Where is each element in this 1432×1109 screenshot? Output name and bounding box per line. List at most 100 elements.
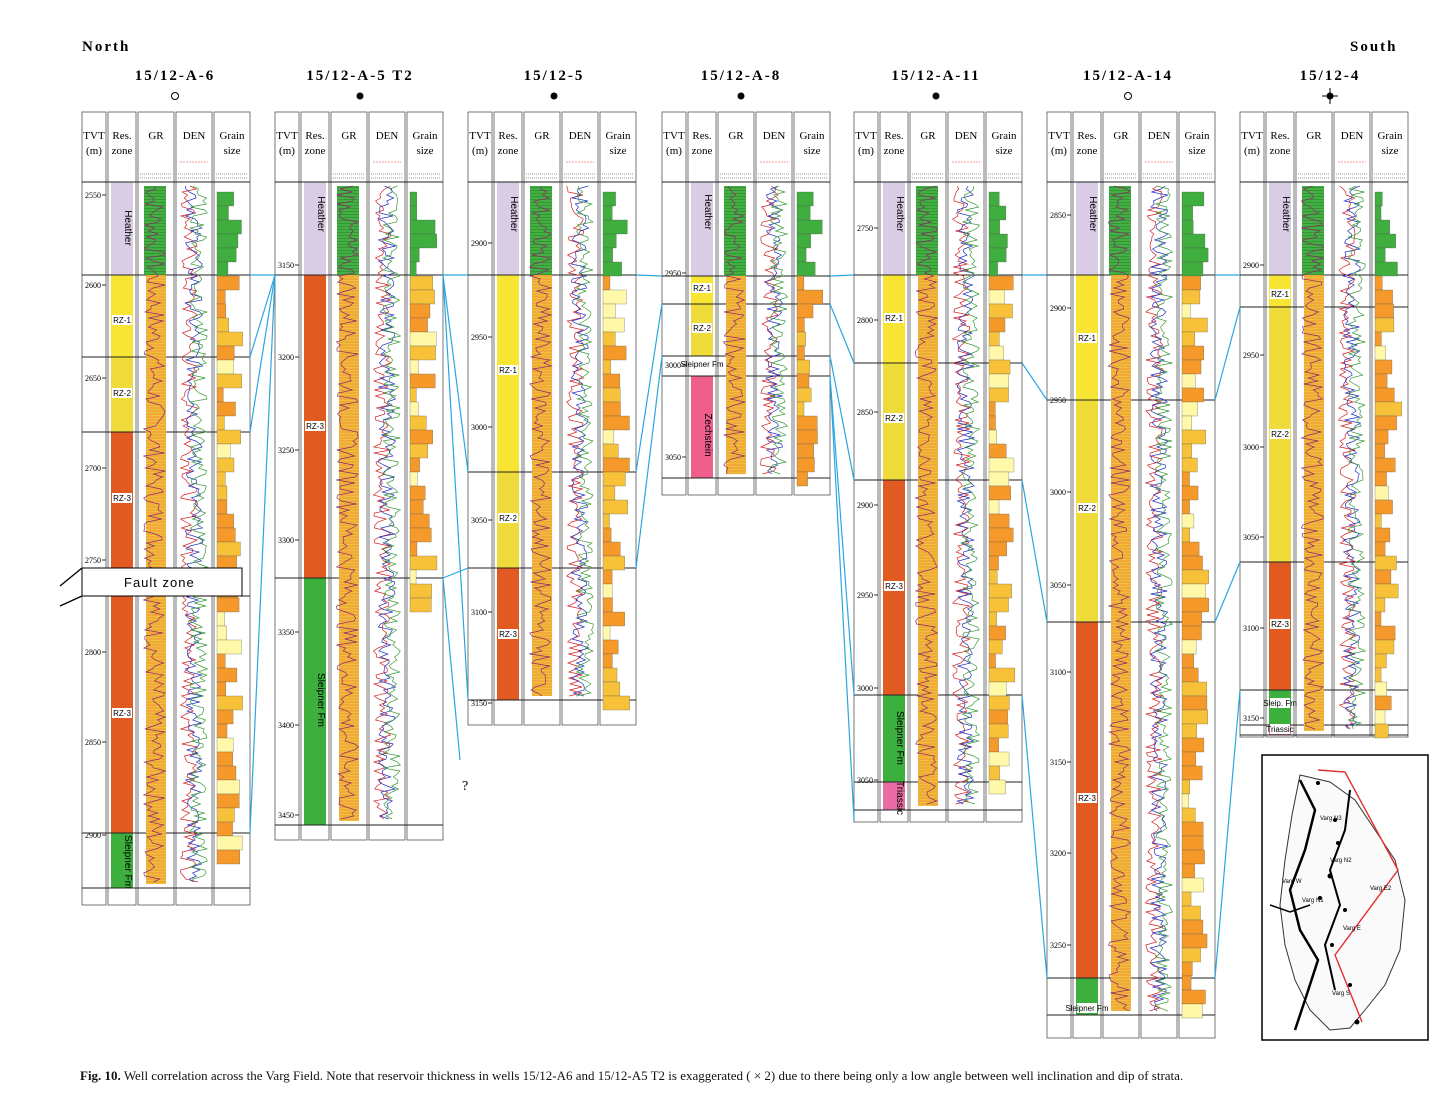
column-header: Res. bbox=[692, 130, 712, 142]
question-mark: ? bbox=[462, 779, 468, 794]
column-header: Res. bbox=[1077, 130, 1097, 142]
depth-tick-label: 3000 bbox=[665, 361, 681, 370]
north-label: North bbox=[82, 39, 130, 55]
depth-tick-label: 2950 bbox=[1243, 351, 1259, 360]
zone-label: Heather bbox=[122, 210, 133, 246]
depth-tick-label: 2650 bbox=[85, 374, 101, 383]
column-header: GR bbox=[1113, 130, 1129, 142]
depth-tick-label: 2950 bbox=[857, 591, 873, 600]
correlation-line bbox=[1214, 561, 1241, 623]
map-label-varg-e: Varg E bbox=[1343, 926, 1361, 932]
zone-label: RZ-2 bbox=[693, 324, 711, 333]
correlation-lines bbox=[249, 274, 1241, 979]
depth-tick-label: 3200 bbox=[278, 353, 294, 362]
column-header: zone bbox=[884, 145, 905, 157]
well-symbol-icon bbox=[932, 92, 940, 100]
column-header: (m) bbox=[1244, 145, 1260, 157]
column-header: size bbox=[223, 145, 240, 157]
column-header: GR bbox=[728, 130, 744, 142]
depth-tick-label: 3000 bbox=[1243, 443, 1259, 452]
column-header: zone bbox=[305, 145, 326, 157]
depth-tick-label: 3100 bbox=[471, 608, 487, 617]
depth-tick-label: 2750 bbox=[857, 224, 873, 233]
depth-tick-label: 3150 bbox=[1243, 714, 1259, 723]
well-symbol-icon bbox=[550, 92, 558, 100]
zone-label: Sleipner Fm bbox=[1065, 1004, 1108, 1013]
depth-tick-label: 3250 bbox=[278, 446, 294, 455]
correlation-line bbox=[635, 355, 663, 569]
depth-tick-label: 3100 bbox=[1050, 668, 1066, 677]
zone-label: RZ-2 bbox=[499, 514, 517, 523]
column-header: Grain bbox=[412, 130, 438, 142]
zone-label: Triassic bbox=[1266, 725, 1293, 734]
zone-label: RZ-2 bbox=[1078, 504, 1096, 513]
map-label-varg-e2: Varg E2 bbox=[1370, 886, 1392, 892]
depth-tick-label: 2900 bbox=[85, 831, 101, 840]
map-label-varg-s: Varg S bbox=[1332, 991, 1350, 997]
column-header: Res. bbox=[884, 130, 904, 142]
south-label: South bbox=[1350, 39, 1398, 55]
well-symbol-icon bbox=[737, 92, 745, 100]
zone-label: Triassic bbox=[894, 781, 905, 815]
column-header: (m) bbox=[666, 145, 682, 157]
well-symbol-icon bbox=[1322, 88, 1338, 104]
depth-tick-label: 2600 bbox=[85, 281, 101, 290]
correlation-line bbox=[249, 274, 276, 834]
column-header: TVT bbox=[855, 130, 877, 142]
map-label-varg-n1: Varg N1 bbox=[1302, 898, 1324, 904]
column-header: size bbox=[1188, 145, 1205, 157]
correlation-line bbox=[829, 303, 855, 364]
correlation-line bbox=[1214, 689, 1241, 979]
column-header: Res. bbox=[305, 130, 325, 142]
depth-tick-label: 3150 bbox=[278, 261, 294, 270]
location-map: Varg W Varg N2 Varg N3 Varg N1 Varg E2 V… bbox=[1261, 754, 1429, 1041]
column-header: Res. bbox=[498, 130, 518, 142]
column-header: (m) bbox=[86, 145, 102, 157]
depth-tick-label: 3100 bbox=[1243, 624, 1259, 633]
column-header: DEN bbox=[569, 130, 592, 142]
column-header: size bbox=[609, 145, 626, 157]
column-header: Res. bbox=[1270, 130, 1290, 142]
zone-label: RZ-1 bbox=[1078, 334, 1096, 343]
correlation-line bbox=[829, 375, 855, 696]
map-label-varg-w: Varg W bbox=[1282, 879, 1302, 885]
column-header: zone bbox=[1077, 145, 1098, 157]
depth-tick-label: 2900 bbox=[1243, 261, 1259, 270]
zone-label: Sleipner Fm bbox=[122, 835, 133, 889]
well-title: 15/12-A-6 bbox=[135, 68, 216, 84]
column-header: size bbox=[803, 145, 820, 157]
figure-caption: Fig. 10. Well correlation across the Var… bbox=[80, 1068, 1420, 1084]
column-header: DEN bbox=[955, 130, 978, 142]
zone-label: RZ-1 bbox=[885, 314, 903, 323]
correlation-line bbox=[829, 375, 855, 821]
correlation-line bbox=[829, 355, 855, 481]
depth-tick-label: 3150 bbox=[1050, 758, 1066, 767]
well-title: 15/12-4 bbox=[1300, 68, 1361, 84]
zone-label: Heather bbox=[1087, 196, 1098, 232]
column-header: GR bbox=[148, 130, 164, 142]
depth-tick-label: 3250 bbox=[1050, 941, 1066, 950]
well-title: 15/12-A-14 bbox=[1083, 68, 1173, 84]
depth-tick-label: 2800 bbox=[857, 316, 873, 325]
zone-label: RZ-1 bbox=[113, 316, 131, 325]
zone-label: RZ-3 bbox=[1078, 794, 1096, 803]
zone-label: Sleipner Fm bbox=[680, 360, 723, 369]
depth-tick-label: 3000 bbox=[471, 423, 487, 432]
column-header: (m) bbox=[1051, 145, 1067, 157]
correlation-line bbox=[1021, 362, 1048, 401]
depth-tick-label: 2850 bbox=[1050, 211, 1066, 220]
column-header: (m) bbox=[858, 145, 874, 157]
column-header: TVT bbox=[469, 130, 491, 142]
column-header: Grain bbox=[1377, 130, 1403, 142]
zone-label: RZ-3 bbox=[1271, 620, 1289, 629]
zone-label: RZ-1 bbox=[693, 284, 711, 293]
depth-tick-label: 2700 bbox=[85, 464, 101, 473]
depth-tick-label: 3200 bbox=[1050, 849, 1066, 858]
well-symbol-icon bbox=[356, 92, 364, 100]
zone-label: RZ-3 bbox=[306, 422, 324, 431]
zone-label: RZ-3 bbox=[885, 582, 903, 591]
